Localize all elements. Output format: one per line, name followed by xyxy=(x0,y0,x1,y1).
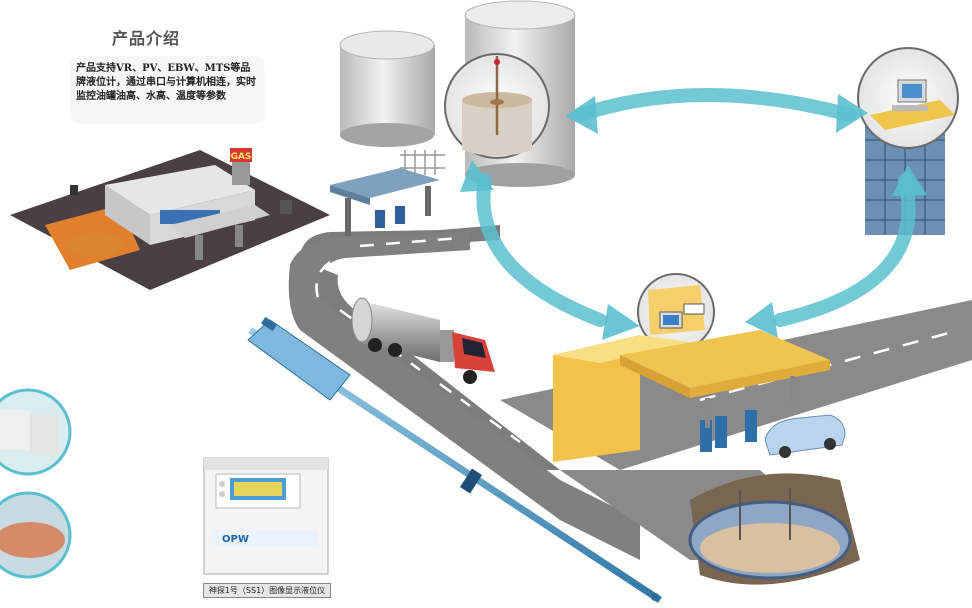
data-flow-arrows xyxy=(476,88,916,327)
station-aerial-view: GAS xyxy=(10,148,330,290)
info-description: 产品支持VR、PV、EBW、MTS等品牌液位计，通过串口与计算机相连，实时监控油… xyxy=(70,56,265,124)
level-probe xyxy=(247,316,662,603)
car xyxy=(764,414,846,458)
arrow-heads xyxy=(460,94,927,340)
console-caption: 神探1号（SS1）图像显示液位仪 xyxy=(203,583,331,598)
console-brand-label: OPW xyxy=(222,534,249,545)
info-title: 产品介绍 xyxy=(112,29,181,48)
pump-canopy xyxy=(330,168,440,236)
station-monitor-bubble xyxy=(637,273,715,351)
gas-station-building xyxy=(553,330,830,462)
side-bubble-tanks xyxy=(0,388,72,579)
underground-tank-cutaway xyxy=(688,473,860,585)
tank-probe-bubble xyxy=(444,53,550,159)
gas-sign: GAS xyxy=(231,152,252,162)
tanker-truck xyxy=(351,297,495,384)
office-building xyxy=(857,47,959,235)
tank-gauge-console: OPW xyxy=(203,457,329,575)
